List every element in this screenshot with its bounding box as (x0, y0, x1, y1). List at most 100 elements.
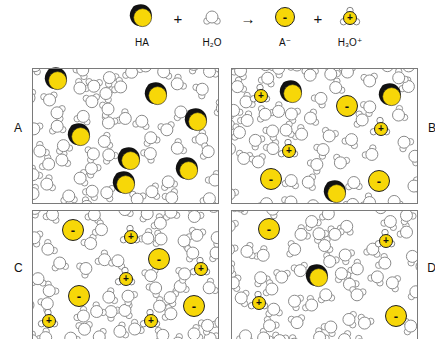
water-molecule (32, 68, 44, 75)
charge-sign: - (377, 175, 381, 188)
water-molecule (210, 247, 219, 262)
water-molecule (151, 214, 166, 230)
water-molecule (381, 216, 397, 231)
acid-molecule (130, 4, 152, 26)
anion: - (148, 248, 170, 270)
water-molecule (74, 306, 90, 322)
charge-sign: - (192, 300, 196, 313)
water-molecule (318, 289, 334, 303)
water-molecule (387, 195, 403, 204)
water-molecule (133, 115, 149, 129)
water-molecule (280, 121, 294, 137)
equation-label: H₂O (203, 37, 222, 48)
charge-sign: + (198, 264, 204, 274)
water-molecule (266, 303, 283, 317)
water-molecule (263, 280, 278, 296)
water-molecule (81, 197, 97, 204)
water-molecule (109, 255, 125, 270)
water-molecule (302, 174, 315, 191)
acid-molecule (306, 264, 328, 286)
water-molecule (188, 210, 204, 222)
water-molecule (307, 158, 323, 174)
water-molecule (292, 125, 307, 141)
water-molecule (231, 185, 239, 200)
water-molecule (93, 328, 106, 339)
hydronium-ion: + (282, 144, 296, 158)
water-molecule (237, 330, 253, 339)
water-molecule (393, 105, 408, 121)
anion: - (62, 219, 84, 241)
water-molecule (304, 109, 318, 125)
water-molecule (339, 249, 354, 265)
acid-molecule (145, 82, 167, 104)
water-molecule (254, 246, 270, 262)
acid-molecule (324, 180, 346, 202)
water-molecule (319, 210, 334, 220)
water-molecule (282, 196, 297, 204)
water-molecule (350, 287, 366, 301)
charge-sign: + (46, 316, 52, 326)
water-molecule (42, 239, 58, 255)
water-molecule (263, 139, 279, 154)
water-molecule (339, 331, 353, 339)
water-molecule (324, 252, 340, 267)
water-molecule (52, 257, 68, 271)
anion: - (258, 218, 280, 240)
hydronium-ion: + (343, 11, 357, 25)
water-molecule (36, 328, 52, 339)
water-molecule (74, 169, 88, 186)
water-molecule (130, 191, 146, 204)
water-molecule (32, 210, 41, 218)
water-molecule (140, 210, 153, 222)
water-molecule (198, 319, 213, 335)
water-molecule (204, 68, 219, 77)
water-molecule (32, 331, 42, 339)
equation-label: + (174, 10, 183, 27)
charge-sign: + (256, 298, 262, 308)
water-molecule (91, 302, 107, 318)
water-molecule (249, 154, 265, 168)
panel-letter: D (427, 261, 435, 275)
equation-label: HA (135, 37, 149, 48)
water-molecule (408, 177, 418, 193)
equation-label: + (314, 10, 323, 27)
water-molecule (56, 140, 72, 155)
water-molecule (263, 125, 279, 141)
water-molecule (162, 304, 177, 320)
water-molecule (241, 242, 255, 258)
panel-letter: C (14, 261, 23, 275)
water-molecule (171, 139, 186, 155)
solution-panel: B+-++-- (231, 68, 418, 204)
water-molecule (85, 147, 99, 163)
water-molecule (32, 273, 46, 286)
water-molecule (354, 111, 368, 127)
water-molecule (408, 286, 418, 300)
water-molecule (257, 106, 271, 123)
acid-molecule (176, 157, 198, 179)
water-molecule (314, 328, 330, 339)
water-molecule (193, 83, 208, 99)
water-molecule (122, 290, 138, 306)
water-molecule (153, 230, 167, 246)
water-molecule (155, 327, 169, 339)
water-molecule (358, 314, 374, 329)
equation-label: A⁻ (279, 37, 291, 48)
water-molecule (146, 282, 162, 298)
acid-molecule (68, 123, 90, 145)
water-molecule (393, 68, 409, 84)
solution-panel: A (32, 68, 219, 204)
water-molecule (231, 243, 238, 259)
hydronium-ion: + (194, 262, 208, 276)
water-molecule (103, 288, 118, 304)
water-molecule (273, 332, 289, 339)
acid-molecule (379, 83, 401, 105)
charge-sign: + (378, 124, 384, 134)
water-molecule (83, 94, 99, 108)
water-molecule (49, 120, 65, 134)
solution-panel: D-++- (231, 210, 418, 339)
water-molecule (146, 183, 160, 200)
water-molecule (161, 176, 177, 191)
water-molecule (51, 106, 65, 122)
